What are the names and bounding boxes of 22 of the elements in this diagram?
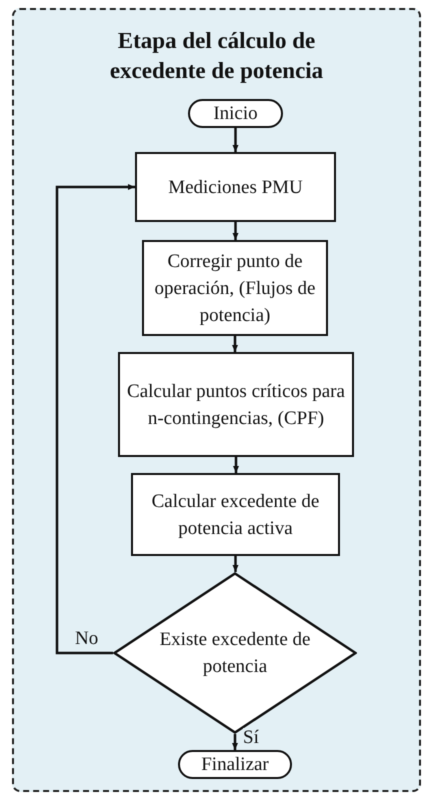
node-text: Corregir punto de operación, (Flujos de potencia) [154,250,316,328]
node-text: Existe excedente de potencia [158,628,312,679]
arrow [232,734,238,750]
node-text: Calcular excedente de potencia activa [150,490,320,540]
process-box [142,240,328,336]
panel-title: Etapa del cálculo de excedente de potencia [108,27,324,85]
arrow [232,556,238,572]
arrow [233,457,239,473]
end-terminal [178,750,292,779]
node-text: Calcular puntos críticos para n-contingencias, (CPF) [126,380,346,430]
group-panel [12,8,421,792]
node-text: Finalizar [201,753,269,777]
start-terminal [188,99,283,128]
node-text: Mediciones PMU [168,176,303,200]
arrow [232,336,238,352]
process-box [118,352,354,457]
node-text: Inicio [213,102,258,126]
process-box [135,152,336,222]
process-box [131,473,340,556]
arrow [56,184,135,654]
arrow [232,222,238,240]
arrow [232,128,238,152]
